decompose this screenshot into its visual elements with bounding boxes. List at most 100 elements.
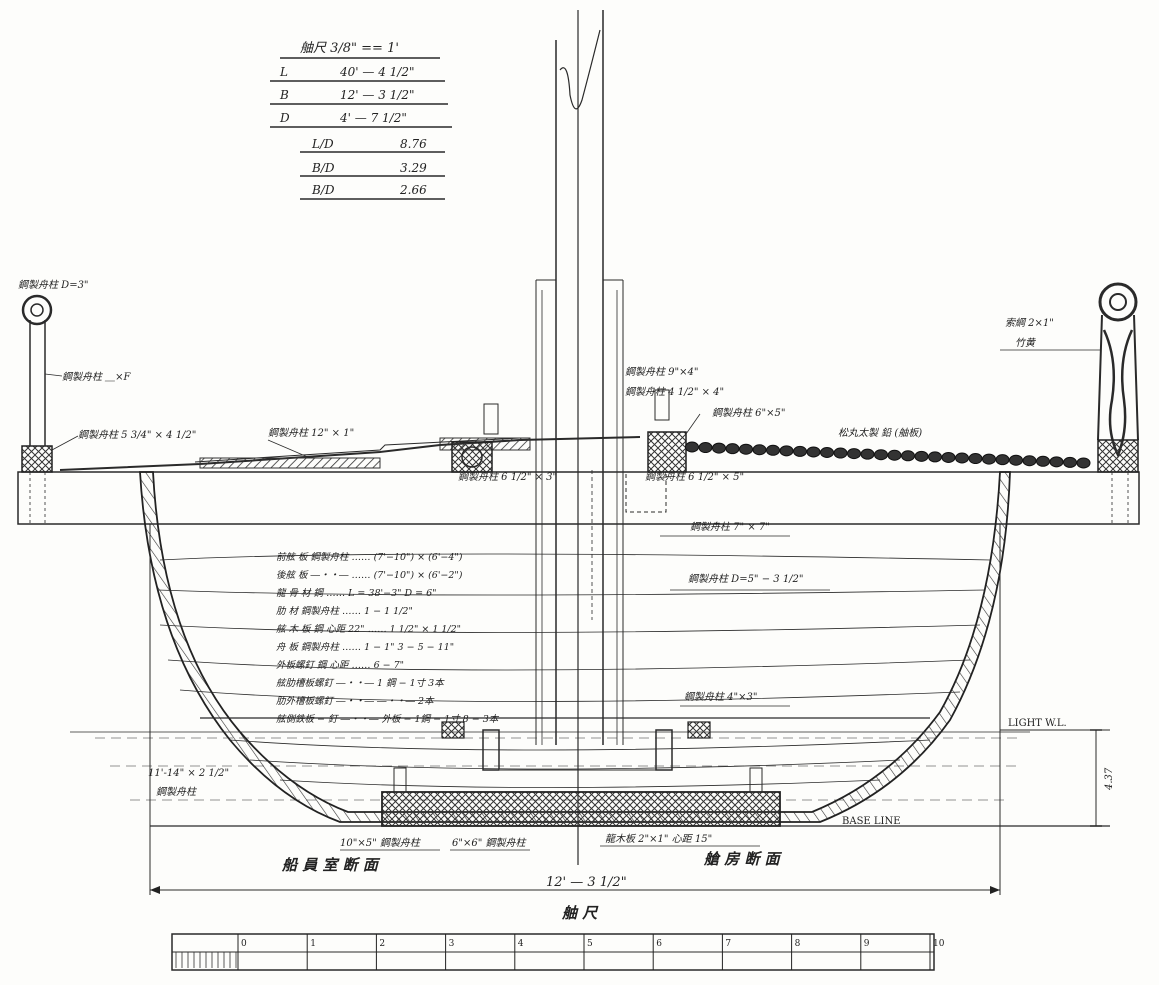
chain-link: [752, 444, 767, 456]
label-frame-2: 鋼製舟柱 D=5" − 3 1/2": [688, 573, 804, 585]
spec-row-value: 2.66: [399, 183, 427, 197]
chain-link: [779, 445, 794, 457]
left-labels: 鋼製舟柱 D=3" 鋼製舟柱 ＿×F 鋼製舟柱 5 3/4" × 4 1/2" …: [18, 279, 354, 798]
deck-block: [647, 431, 687, 473]
chain-link: [712, 442, 726, 454]
member-list-item: 外板螺釘 鋼 心距 …… 6 − 7": [276, 659, 404, 671]
spec-row-value: 8.76: [400, 137, 427, 151]
chain-link: [901, 450, 915, 462]
chain-link: [928, 451, 942, 463]
label-draft: 4.37: [1104, 767, 1115, 791]
chain-link: [874, 449, 888, 461]
label-keel-mid: 6"×6" 鋼製舟柱: [452, 837, 527, 849]
chain-link: [1076, 457, 1091, 469]
chain-link: [739, 443, 753, 455]
label-base-line: BASE LINE: [842, 816, 901, 827]
member-list-item: 肋 材 鋼製舟柱 …… 1 − 1 1/2": [276, 605, 413, 617]
left-post: [21, 294, 53, 524]
chain-link: [833, 447, 848, 459]
chain-link: [914, 450, 929, 462]
member-list-item: 後舷 板 ―・・― …… (7'−10") × (6'−2"): [276, 569, 463, 581]
spec-table-header: 舳尺 3/8" == 1': [300, 41, 399, 56]
spec-row-value: 12' — 3 1/2": [340, 88, 414, 102]
deck-chain: [685, 441, 1091, 469]
spec-row-label: B/D: [311, 161, 335, 175]
label-beam-left: 鋼製舟柱 6 1/2" × 3": [458, 471, 557, 483]
label-rope-sub: 竹黄: [1015, 337, 1036, 349]
chain-link: [1063, 456, 1077, 468]
chain-link: [1022, 455, 1037, 467]
member-list-item: 肋外槽板螺釘 ―・・― ―・・― 2本: [276, 695, 435, 707]
hull: [139, 471, 1011, 827]
section-title-left: 船 員 室 断 面: [281, 856, 381, 874]
scale-tick-label: 0: [241, 939, 247, 949]
spec-row-label: B/D: [311, 183, 335, 197]
center-labels: 鋼製舟柱 9"×4" 鋼製舟柱 4 1/2" × 4" 鋼製舟柱 6"×5" 松…: [458, 366, 922, 707]
chain-link: [698, 442, 713, 454]
chain-link: [982, 453, 996, 465]
scale-tick-label: 9: [864, 939, 870, 949]
width-dimension: [149, 524, 1001, 895]
deck: [17, 389, 1140, 525]
chain-link: [995, 454, 1010, 466]
member-list: 前舷 板 鋼製舟柱 …… (7'−10") × (6'−4") 後舷 板 ―・・…: [276, 551, 500, 725]
width-dimension-label: 12' — 3 1/2": [546, 875, 627, 890]
chain-link: [1009, 454, 1023, 466]
label-upper-block-1: 鋼製舟柱 9"×4": [625, 366, 698, 378]
label-keel-left: 10"×5" 鋼製舟柱: [340, 837, 422, 849]
label-bottom-block: 鋼製舟柱 4"×3": [684, 691, 757, 703]
spec-row-value: 3.29: [400, 161, 427, 175]
spec-row-label: D: [279, 111, 290, 125]
scale-tick-label: 10: [933, 939, 945, 949]
member-list-item: 舷肋槽板螺釘 ―・・― 1 鋼 − 1寸 3本: [276, 677, 445, 689]
section-title-right: 艙 房 断 面: [703, 850, 783, 868]
member-list-item: 前舷 板 鋼製舟柱 …… (7'−10") × (6'−4"): [276, 551, 463, 563]
chain-link: [766, 444, 780, 456]
scale-tick-label: 4: [518, 939, 524, 949]
label-deck-plank: 鋼製舟柱 12" × 1": [268, 427, 354, 439]
spec-table: 舳尺 3/8" == 1' L 40' — 4 1/2" B 12' — 3 1…: [270, 41, 452, 200]
right-labels: 索綱 2×1" 竹黄 LIGHT W.L. 4.37: [1000, 317, 1115, 791]
label-post-top: 鋼製舟柱 D=3": [18, 279, 89, 291]
chain-link: [941, 451, 956, 463]
spec-row-label: B: [279, 88, 289, 102]
mast: [535, 10, 624, 865]
chain-link: [793, 445, 807, 457]
member-list-item: 舷側鉄板 − 釘 ―・・― 外板 − 1鋼 − 1寸 8 − 3本: [276, 713, 500, 725]
scale-tick-label: 3: [449, 939, 455, 949]
label-keel-right: 龍木板 2"×1" 心距 15": [605, 833, 712, 845]
chain-link: [685, 441, 699, 453]
spec-row-label: L: [279, 65, 288, 79]
member-list-item: 舟 板 鋼製舟柱 …… 1 − 1" 3 − 5 − 11": [276, 641, 454, 653]
waterline: [70, 729, 1110, 827]
chain-link: [725, 443, 740, 455]
label-bilge-sub: 鋼製舟柱: [156, 786, 198, 798]
scale-title: 舳 尺: [561, 904, 599, 922]
spec-row-label: L/D: [311, 137, 334, 151]
chain-link: [968, 453, 983, 465]
chain-link: [806, 446, 821, 458]
label-beam-right: 鋼製舟柱 6 1/2" × 5": [645, 471, 744, 483]
chain-link: [1036, 455, 1050, 467]
spec-row-value: 40' — 4 1/2": [339, 65, 414, 79]
scale-tick-label: 5: [587, 939, 593, 949]
chain-link: [820, 447, 834, 458]
label-upper-block-3: 鋼製舟柱 6"×5": [712, 407, 785, 419]
label-post-mid: 鋼製舟柱 ＿×F: [62, 371, 132, 383]
chain-link: [955, 452, 969, 464]
scale-tick-label: 6: [656, 939, 662, 949]
label-chain: 松丸太製 鉛 (舳板): [838, 427, 922, 439]
member-list-item: 舷 木 板 鋼 心距 22" …… 1 1/2" × 1 1/2": [276, 623, 461, 635]
deck-block: [21, 445, 53, 473]
scale-tick-label: 7: [725, 939, 731, 949]
label-frame-1: 鋼製舟柱 7" × 7": [690, 521, 770, 533]
label-rope: 索綱 2×1": [1005, 317, 1054, 329]
label-bilge: 11'-14" × 2 1/2": [148, 768, 229, 779]
label-deck-block: 鋼製舟柱 5 3/4" × 4 1/2": [78, 429, 196, 441]
scale-tick-label: 8: [795, 939, 801, 949]
label-upper-block-2: 鋼製舟柱 4 1/2" × 4": [625, 386, 724, 398]
scale-tick-label: 2: [379, 939, 385, 949]
right-post: [1097, 282, 1139, 524]
